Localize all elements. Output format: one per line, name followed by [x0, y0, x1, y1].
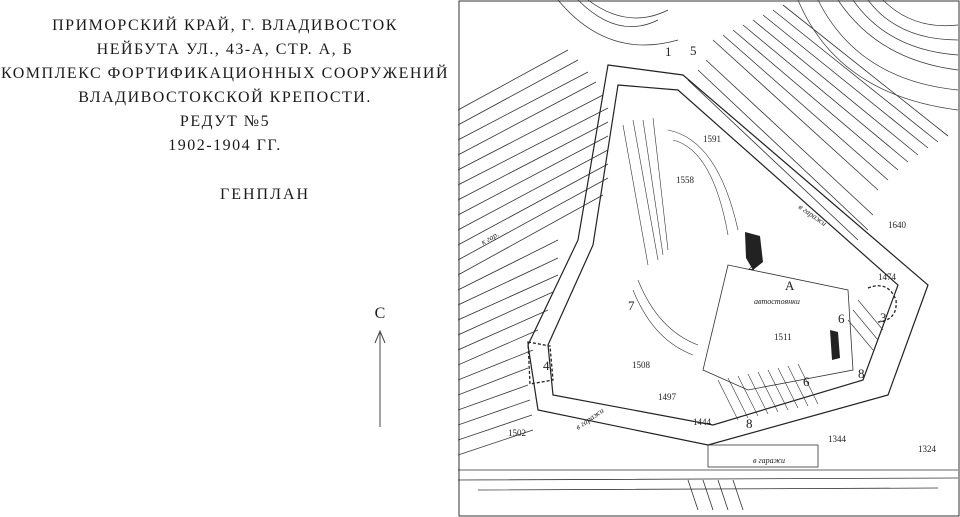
site-number-8a: 8 [746, 416, 753, 431]
garage-block-bottom [458, 444, 959, 511]
title-block: ПРИМОРСКИЙ КРАЙ, Г. ВЛАДИВОСТОК НЕЙБУТА … [0, 14, 450, 158]
site-plan-drawing: А автостоянки 1 2 3 4 5 6 6 7 8 8 1511 1… [458, 0, 960, 517]
zone-label: автостоянки [754, 297, 800, 306]
zone-letter: А [785, 278, 795, 293]
plan-subtitle: ГЕНПЛАН [219, 186, 311, 203]
dashed-features [527, 285, 897, 385]
elevation-9: 1324 [918, 444, 937, 454]
garage-label-bottom: в гаражи [753, 456, 785, 465]
site-number-7: 7 [628, 298, 635, 313]
building-solid [745, 232, 763, 270]
site-number-1: 1 [665, 44, 672, 59]
elevation-8: 1344 [828, 434, 847, 444]
title-line-fortress: ВЛАДИВОСТОКСКОЙ КРЕПОСТИ. [78, 89, 372, 106]
elevation-2: 1558 [676, 175, 695, 185]
elevation-5: 1497 [658, 392, 677, 402]
title-line-complex: КОМПЛЕКС ФОРТИФИКАЦИОННЫХ СООРУЖЕНИЙ [0, 65, 450, 82]
contour-lines [557, 0, 959, 111]
elevation-11: 1640 [888, 220, 907, 230]
north-arrow: С [362, 305, 398, 430]
site-number-6b: 6 [803, 374, 810, 389]
elevation-4: 1508 [632, 360, 651, 370]
site-number-4: 4 [543, 358, 550, 373]
garage-label-upper: в гаражи [797, 202, 828, 228]
garage-strips-upper-right [687, 4, 949, 241]
title-line-address: НЕЙБУТА УЛ., 43-А, СТР. А, Б [96, 41, 354, 58]
elevation-1: 1511 [774, 332, 792, 342]
site-plan-map: А автостоянки 1 2 3 4 5 6 6 7 8 8 1511 1… [458, 0, 960, 517]
title-line-years: 1902-1904 ГГ. [168, 137, 282, 154]
title-line-redoubt: РЕДУТ №5 [179, 113, 271, 130]
site-number-2: 2 [748, 258, 755, 273]
elevation-10: 1474 [878, 272, 897, 282]
elevation-6: 1444 [693, 417, 712, 427]
building-solid-small [830, 330, 840, 360]
site-number-6a: 6 [838, 311, 845, 326]
site-number-5: 5 [690, 43, 697, 58]
north-arrow-icon [374, 329, 386, 427]
site-number-8b: 8 [858, 366, 865, 381]
garage-strips-left [458, 49, 609, 456]
parking-area [702, 264, 854, 391]
elevation-7: 1502 [508, 428, 526, 438]
elevation-3: 1591 [703, 134, 721, 144]
site-number-3: 3 [880, 310, 887, 325]
north-label: С [374, 305, 386, 322]
redoubt-outline [527, 64, 929, 446]
title-line-region: ПРИМОРСКИЙ КРАЙ, Г. ВЛАДИВОСТОК [52, 17, 398, 34]
inner-slopes [622, 117, 884, 421]
